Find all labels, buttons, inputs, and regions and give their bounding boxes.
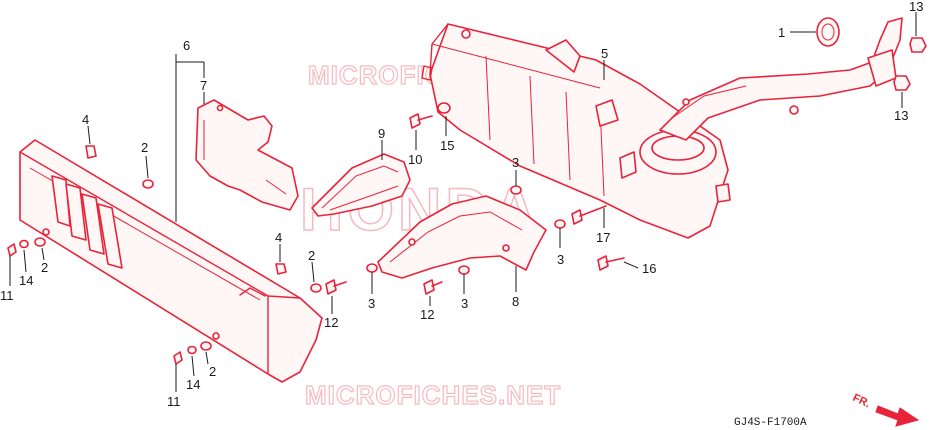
exhaust-pipe	[659, 17, 903, 141]
callout-15: 15	[440, 138, 454, 153]
washer-2-a	[142, 179, 154, 189]
muffler	[421, 23, 731, 239]
callout-1: 1	[778, 25, 785, 40]
callout-14-b: 14	[186, 377, 200, 392]
washer-3-a	[510, 185, 522, 195]
bolt-11-b	[173, 351, 183, 365]
callout-9: 9	[378, 126, 385, 141]
upper-heat-guard	[311, 153, 411, 217]
bolt-11-a	[7, 243, 17, 257]
muffler-protector	[19, 139, 323, 383]
fasteners	[7, 37, 927, 365]
callout-4-b: 4	[275, 230, 282, 245]
washer-2-d	[200, 341, 212, 351]
callout-7: 7	[200, 78, 207, 93]
clip-upper	[85, 145, 97, 159]
protector-bracket	[195, 99, 299, 211]
callout-12-a: 12	[324, 315, 338, 330]
clip-lower	[275, 263, 287, 275]
washer-14-a	[19, 239, 29, 249]
leader-lines	[9, 12, 917, 392]
washer-2-b	[34, 237, 46, 247]
callout-16: 16	[642, 261, 656, 276]
callout-11-b: 11	[167, 394, 181, 409]
callout-2-a: 2	[141, 140, 148, 155]
washer-3-b	[554, 219, 566, 229]
callout-12-b: 12	[420, 307, 434, 322]
lower-heat-guard	[377, 195, 547, 279]
bolt-17	[571, 205, 607, 225]
front-arrow-icon	[875, 405, 920, 427]
washer-14-b	[187, 345, 197, 355]
washer-2-c	[310, 283, 322, 293]
callout-3-d: 3	[461, 296, 468, 311]
callout-4-a: 4	[82, 112, 89, 127]
callouts: 1 2 2 2 2 3 3 3 3 4 4 5 6 7 8 9 10 11 11…	[0, 0, 923, 409]
callout-2-d: 2	[209, 364, 216, 379]
callout-11-a: 11	[0, 288, 14, 303]
bolt-12-a	[325, 279, 347, 295]
callout-10: 10	[408, 152, 422, 167]
nut-13-upper	[909, 37, 927, 53]
callout-6: 6	[183, 38, 190, 53]
callout-3-c: 3	[368, 296, 375, 311]
bolt-10	[409, 113, 433, 129]
callout-3-b: 3	[557, 252, 564, 267]
gasket	[816, 17, 840, 47]
diagram-code: GJ4S-F1700A	[734, 417, 807, 429]
nut-13-lower	[893, 75, 911, 91]
callout-17: 17	[596, 230, 610, 245]
callout-8: 8	[512, 294, 519, 309]
callout-13-a: 13	[909, 0, 923, 14]
washer-3-c	[366, 263, 378, 273]
callout-2-b: 2	[41, 260, 48, 275]
washer-3-d	[458, 265, 470, 275]
callout-14-a: 14	[19, 273, 33, 288]
direction-label: FR.	[851, 392, 872, 410]
callout-13-b: 13	[894, 108, 908, 123]
callout-5: 5	[601, 46, 608, 61]
washer-15	[437, 102, 451, 114]
callout-3-a: 3	[512, 155, 519, 170]
watermark-bottom: MICROFICHES.NET	[305, 380, 561, 410]
front-direction-indicator: FR.	[851, 392, 920, 427]
bolt-12-b	[423, 279, 443, 295]
callout-2-c: 2	[308, 248, 315, 263]
bolt-16	[597, 255, 625, 271]
